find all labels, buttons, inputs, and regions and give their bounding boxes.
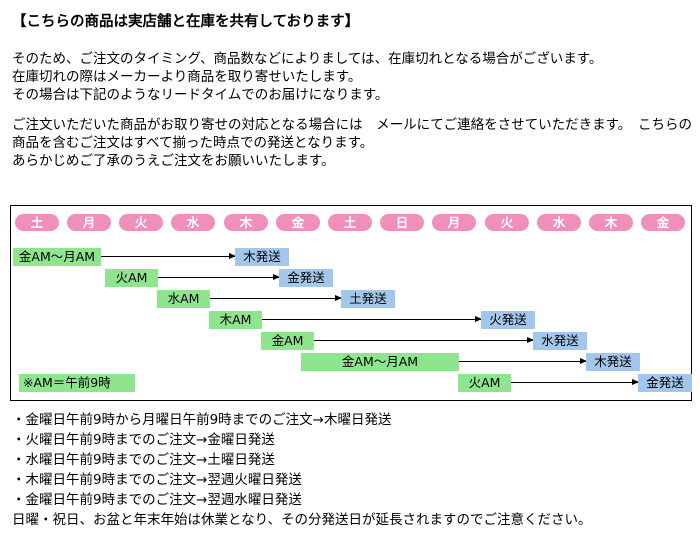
day-pill-wed2: 水 (537, 214, 581, 231)
shipping-rules-list: ・金曜日午前9時から月曜日午前9時までのご注文→木曜日発送 ・火曜日午前9時まで… (12, 410, 696, 530)
shipping-rule-item: ・水曜日午前9時までのご注文→土曜日発送 (12, 452, 275, 468)
day-pill-thu2: 木 (589, 214, 633, 231)
ship-day-box: 火発送 (481, 311, 535, 329)
lead-time-arrow (210, 294, 342, 301)
holiday-notice: 日曜・祝日、お盆と年末年始は休業となり、その分発送日が延長されますのでご注意くだ… (12, 512, 592, 528)
day-pill-thu1: 木 (224, 214, 268, 231)
order-window-box: 火AM (458, 374, 511, 392)
day-pill-mon1: 月 (67, 214, 111, 231)
ship-day-box: 金発送 (638, 374, 692, 392)
am-legend-box: ※AM＝午前9時 (19, 374, 135, 392)
stock-notice-paragraph: そのため、ご注文のタイミング、商品数などによりましては、在庫切れとなる場合がござ… (12, 51, 603, 103)
lead-time-arrow (101, 252, 236, 259)
order-window-box: 金AM〜月AM (13, 248, 101, 266)
shipping-rule-item: ・金曜日午前9時までのご注文→翌週水曜日発送 (12, 492, 302, 508)
day-pill-sat1: 土 (15, 214, 59, 231)
order-window-box: 木AM (209, 311, 262, 329)
ship-day-box: 水発送 (533, 332, 587, 350)
ship-day-box: 金発送 (279, 269, 333, 287)
lead-time-diagram: 土 月 火 水 木 金 土 日 月 火 水 木 金 金AM〜月AM 木発送 火A… (10, 205, 692, 401)
shipping-rule-item: ・火曜日午前9時までのご注文→金曜日発送 (12, 432, 275, 448)
day-pill-fri2: 金 (641, 214, 685, 231)
ship-day-box: 木発送 (586, 353, 640, 371)
day-pill-tue1: 火 (119, 214, 163, 231)
order-window-box: 火AM (105, 269, 158, 287)
shipping-rule-item: ・木曜日午前9時までのご注文→翌週火曜日発送 (12, 472, 302, 488)
lead-time-arrow (314, 336, 534, 343)
day-pill-wed1: 水 (171, 214, 215, 231)
day-pill-fri1: 金 (276, 214, 320, 231)
lead-time-arrow (158, 273, 280, 280)
order-window-box: 金AM〜月AM (301, 353, 459, 371)
lead-time-arrow (262, 315, 482, 322)
day-pill-mon2: 月 (432, 214, 476, 231)
page-title: 【こちらの商品は実店舗と在庫を共有しております】 (12, 14, 360, 30)
order-window-box: 水AM (157, 290, 210, 308)
backorder-notice-paragraph: ご注文いただいた商品がお取り寄せの対応となる場合には メールにてご連絡をさせてい… (12, 117, 692, 169)
day-pill-tue2: 火 (485, 214, 529, 231)
ship-day-box: 土発送 (341, 290, 395, 308)
lead-time-arrow (459, 357, 587, 364)
lead-time-arrow (511, 378, 639, 385)
day-pill-sun1: 日 (380, 214, 424, 231)
shipping-rule-item: ・金曜日午前9時から月曜日午前9時までのご注文→木曜日発送 (12, 412, 392, 428)
day-pill-sat2: 土 (328, 214, 372, 231)
ship-day-box: 木発送 (235, 248, 289, 266)
order-window-box: 金AM (261, 332, 314, 350)
